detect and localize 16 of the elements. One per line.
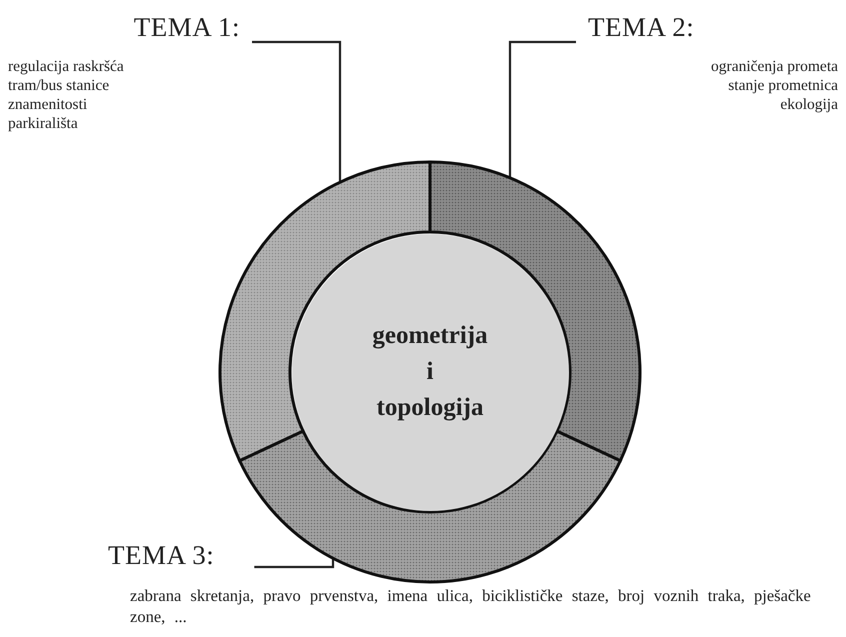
topic-item: tram/bus stanice (8, 76, 110, 95)
topic-item: ekologija (779, 95, 838, 114)
center-label: geometrija i topologija (372, 321, 488, 423)
topic-heading: TEMA 2: (588, 12, 696, 43)
ring-segment (238, 430, 622, 584)
topic-item: regulacija raskršća (8, 57, 125, 76)
topic-item: znamenitosti (8, 95, 88, 114)
topic-heading: TEMA 3: (108, 540, 216, 571)
leader-line (252, 40, 342, 184)
leader-line (254, 557, 334, 568)
leader-line (508, 40, 576, 179)
topic-item: parkirališta (8, 114, 79, 133)
topic-item: zabrana skretanja, pravo prvenstva, imena ulica, biciklističke staze, broj voznih traka, pješačke zone, ... (130, 585, 812, 627)
topic-item: ograničenja prometa (710, 57, 838, 76)
topic-heading: TEMA 1: (132, 12, 241, 43)
topic-item: stanje prometnica (727, 76, 838, 95)
